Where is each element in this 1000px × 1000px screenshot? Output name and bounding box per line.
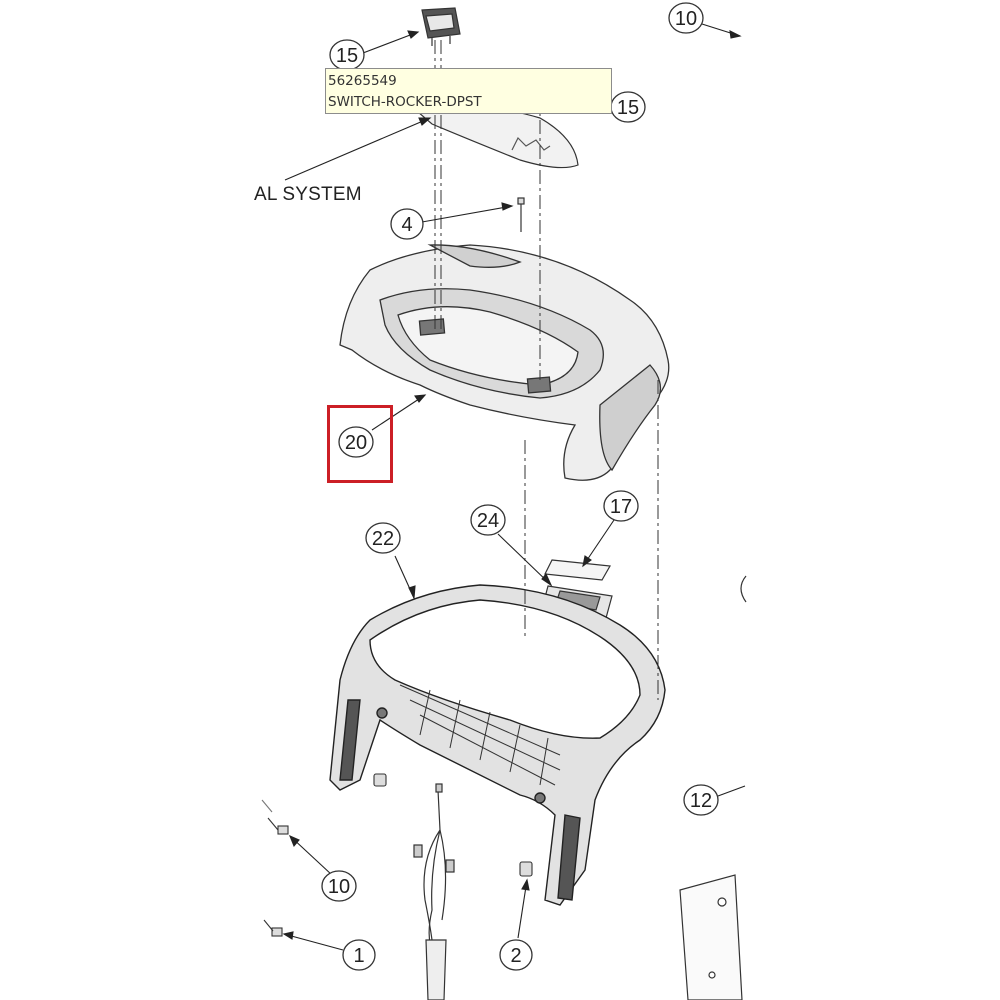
- callout-12[interactable]: 12: [683, 784, 719, 816]
- screw-part[interactable]: [517, 197, 525, 232]
- tooltip-description: SWITCH-ROCKER-DPST: [328, 94, 482, 110]
- callout-24-label: 24: [477, 510, 499, 532]
- callout-1-label: 1: [353, 945, 364, 967]
- selected-callout-highlight: [327, 405, 393, 483]
- console-cover-plate: [416, 106, 579, 169]
- bezel-24-part[interactable]: [542, 585, 613, 619]
- callout-10-top-label: 10: [675, 8, 697, 30]
- callout-17[interactable]: 17: [603, 490, 639, 522]
- callout-22-label: 22: [372, 528, 394, 550]
- callout-1[interactable]: 1: [342, 939, 376, 971]
- callout-2-label: 2: [510, 945, 521, 967]
- callout-15-top-label: 15: [336, 45, 358, 67]
- section-label: AL SYSTEM: [254, 184, 362, 205]
- console-top-housing[interactable]: [339, 244, 670, 481]
- callout-10-bottom-label: 10: [328, 876, 350, 898]
- alignment-lines: [434, 40, 659, 700]
- callout-24[interactable]: 24: [470, 504, 506, 536]
- side-panel-part: [679, 874, 743, 1000]
- callout-15-right-label: 15: [617, 97, 639, 119]
- hardware-parts[interactable]: [261, 773, 533, 937]
- callout-4[interactable]: 4: [390, 208, 424, 240]
- bezel-17-part[interactable]: [544, 559, 611, 581]
- leader-lines: [282, 23, 746, 951]
- rocker-switch-part[interactable]: [421, 7, 461, 46]
- callout-10-bottom[interactable]: 10: [321, 870, 357, 902]
- console-base-frame[interactable]: [329, 584, 666, 906]
- callout-12-label: 12: [690, 790, 712, 812]
- callout-15-right[interactable]: 15: [610, 91, 646, 123]
- callout-17-label: 17: [610, 496, 632, 518]
- callout-20-label: 20: [345, 432, 367, 454]
- partial-callout-edge: [740, 575, 747, 603]
- callout-22[interactable]: 22: [365, 522, 401, 554]
- callouts: 15 15 10 4 20 22 24 17: [321, 2, 719, 971]
- callout-20[interactable]: 20: [338, 426, 374, 458]
- wire-harness[interactable]: [413, 783, 455, 1000]
- tooltip-part-number: 56265549: [328, 73, 397, 89]
- callout-15-top[interactable]: 15: [329, 39, 365, 71]
- callout-4-label: 4: [401, 214, 412, 236]
- part-tooltip: 56265549 SWITCH-ROCKER-DPST: [325, 68, 612, 114]
- callout-10-top[interactable]: 10: [668, 2, 704, 34]
- callout-2[interactable]: 2: [499, 939, 533, 971]
